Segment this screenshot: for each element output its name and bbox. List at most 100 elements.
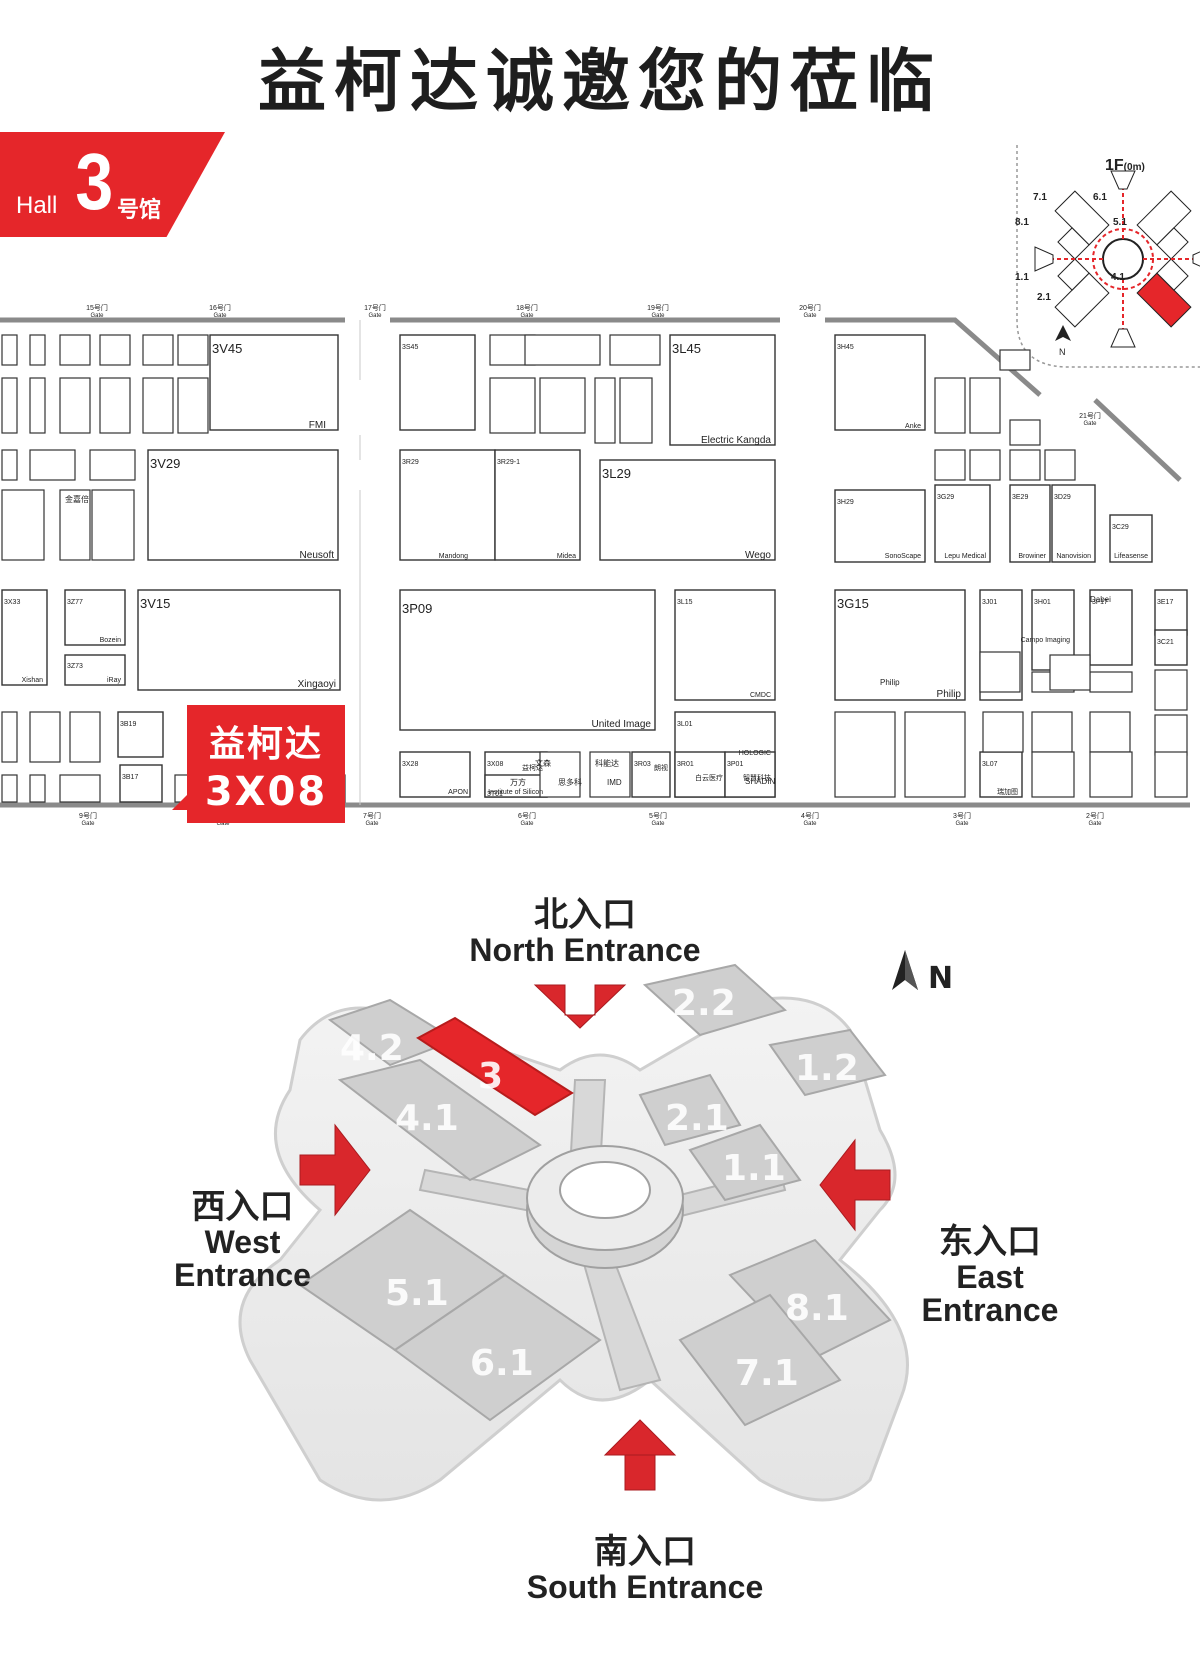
booth-callout: 益柯达 3X08 bbox=[187, 705, 345, 823]
booth-grid bbox=[1, 334, 1188, 803]
booth bbox=[64, 589, 126, 646]
booth bbox=[1154, 629, 1188, 666]
gate-label: 3号门 bbox=[953, 811, 971, 820]
booth bbox=[1009, 449, 1041, 481]
booth-small-label: IMD bbox=[607, 778, 622, 787]
booth-company: Mandong bbox=[439, 553, 468, 560]
booth-company: FMI bbox=[309, 420, 326, 431]
hall-label: 1.1 bbox=[722, 1148, 786, 1189]
booth bbox=[59, 774, 101, 803]
gate-label: Gate bbox=[651, 821, 665, 827]
booth-code: 3L07 bbox=[982, 761, 998, 768]
booth bbox=[142, 334, 174, 366]
booth-code: 3P09 bbox=[402, 601, 432, 616]
gate-label: Gate bbox=[803, 821, 817, 827]
booth-company: 益柯达 bbox=[522, 763, 543, 772]
booth bbox=[1009, 484, 1051, 563]
booth-company: Bozein bbox=[100, 637, 122, 644]
venue-overview-map: 4.2 3 4.1 2.2 1.2 2.1 1.1 5.1 6.1 8.1 7.… bbox=[238, 950, 953, 1502]
booth-code: 3Z73 bbox=[67, 663, 83, 670]
booth-code: 3G29 bbox=[937, 494, 954, 501]
booth bbox=[631, 751, 671, 798]
booth bbox=[399, 589, 656, 731]
booth bbox=[982, 711, 1024, 753]
booth bbox=[1154, 714, 1188, 756]
gate-label: 4号门 bbox=[801, 811, 819, 820]
mini-compass-icon: N bbox=[1055, 325, 1071, 357]
booth bbox=[539, 751, 581, 798]
booth-code: 3B17 bbox=[122, 774, 138, 781]
booth bbox=[1, 711, 18, 763]
booth bbox=[59, 489, 91, 561]
booth bbox=[89, 449, 136, 481]
booth-code: 3L01 bbox=[677, 721, 693, 728]
booth-code: 3C21 bbox=[1157, 639, 1174, 646]
booth bbox=[1089, 671, 1133, 693]
booth bbox=[524, 334, 601, 366]
east-entrance-label: 东入口 East Entrance bbox=[921, 1223, 1059, 1329]
gate-label: Gate bbox=[81, 821, 95, 827]
booth bbox=[619, 377, 653, 444]
mini-hall-label-highlight: 3 bbox=[1090, 292, 1096, 303]
booth bbox=[142, 377, 174, 434]
gate-label: Gate bbox=[520, 313, 534, 319]
booth-small-label: SHADIN bbox=[745, 777, 775, 786]
booth bbox=[1089, 751, 1133, 798]
booth bbox=[594, 377, 616, 444]
booth-company: 瑞加图 bbox=[997, 787, 1018, 796]
booth-small-label: 万方 bbox=[510, 777, 526, 787]
booth bbox=[119, 764, 163, 803]
gate-label: 2号门 bbox=[1086, 811, 1104, 820]
booth bbox=[1031, 751, 1075, 798]
booth-code: 3G15 bbox=[837, 596, 869, 611]
hall-label: 6.1 bbox=[470, 1343, 534, 1384]
gate-label: 21号门 bbox=[1079, 411, 1101, 420]
booth bbox=[1044, 449, 1076, 481]
booth bbox=[1089, 711, 1131, 753]
hall-2-1 bbox=[638, 1073, 742, 1147]
mini-locator-map: 1F(0m) 7.1 6.1 8.1 5.1 1.1 4.1 2.1 3 N bbox=[1015, 145, 1200, 368]
hall-6-1 bbox=[393, 1273, 602, 1422]
booth-code: 3R29-1 bbox=[497, 459, 520, 466]
gate-label: 17号门 bbox=[364, 303, 386, 312]
booth-code: 3C29 bbox=[1112, 524, 1129, 531]
booth-small-label: Philip bbox=[880, 678, 900, 687]
booth-code: 3R03 bbox=[634, 761, 651, 768]
gate-label: Gate bbox=[213, 313, 227, 319]
booth-code: 3R01 bbox=[677, 761, 694, 768]
gate-label: 16号门 bbox=[209, 303, 231, 312]
booth bbox=[29, 334, 46, 366]
booth-company: Wego bbox=[745, 550, 771, 561]
booth bbox=[99, 377, 131, 434]
booth bbox=[1, 377, 18, 434]
booth-code: 3H45 bbox=[837, 344, 854, 351]
booth-code: 3V45 bbox=[212, 341, 242, 356]
booth bbox=[599, 459, 776, 561]
booth bbox=[834, 489, 926, 563]
booth bbox=[589, 751, 631, 798]
hall-2-2 bbox=[642, 963, 787, 1037]
booth-company: iRay bbox=[107, 677, 122, 684]
booth-code: 3E17 bbox=[1157, 599, 1173, 606]
booth-small-label: 金嘉倍 bbox=[65, 494, 89, 504]
booth bbox=[969, 449, 1001, 481]
booth bbox=[934, 484, 991, 563]
mini-hall-label: 2.1 bbox=[1037, 292, 1051, 303]
north-entrance-label: 北入口 North Entrance bbox=[469, 896, 701, 968]
booth-company: APON bbox=[448, 789, 468, 796]
booth bbox=[999, 349, 1031, 371]
booth-code: 3X33 bbox=[4, 599, 20, 606]
mini-map-halls bbox=[1034, 170, 1200, 348]
gate-label: Gate bbox=[1083, 421, 1097, 427]
gate-label: 6号门 bbox=[518, 811, 536, 820]
booth-company: Browiner bbox=[1018, 553, 1046, 560]
booth-code: 3V29 bbox=[150, 456, 180, 471]
booth-company: Campo Imaging bbox=[1021, 637, 1071, 644]
booth bbox=[834, 589, 966, 701]
booth-company: Xishan bbox=[22, 677, 44, 684]
booth-code: 3Z77 bbox=[67, 599, 83, 606]
booth-small-label: 思多科 bbox=[558, 777, 582, 787]
booth-company: Anke bbox=[905, 423, 921, 430]
booth bbox=[59, 334, 91, 366]
hall-label: 5.1 bbox=[385, 1273, 449, 1314]
